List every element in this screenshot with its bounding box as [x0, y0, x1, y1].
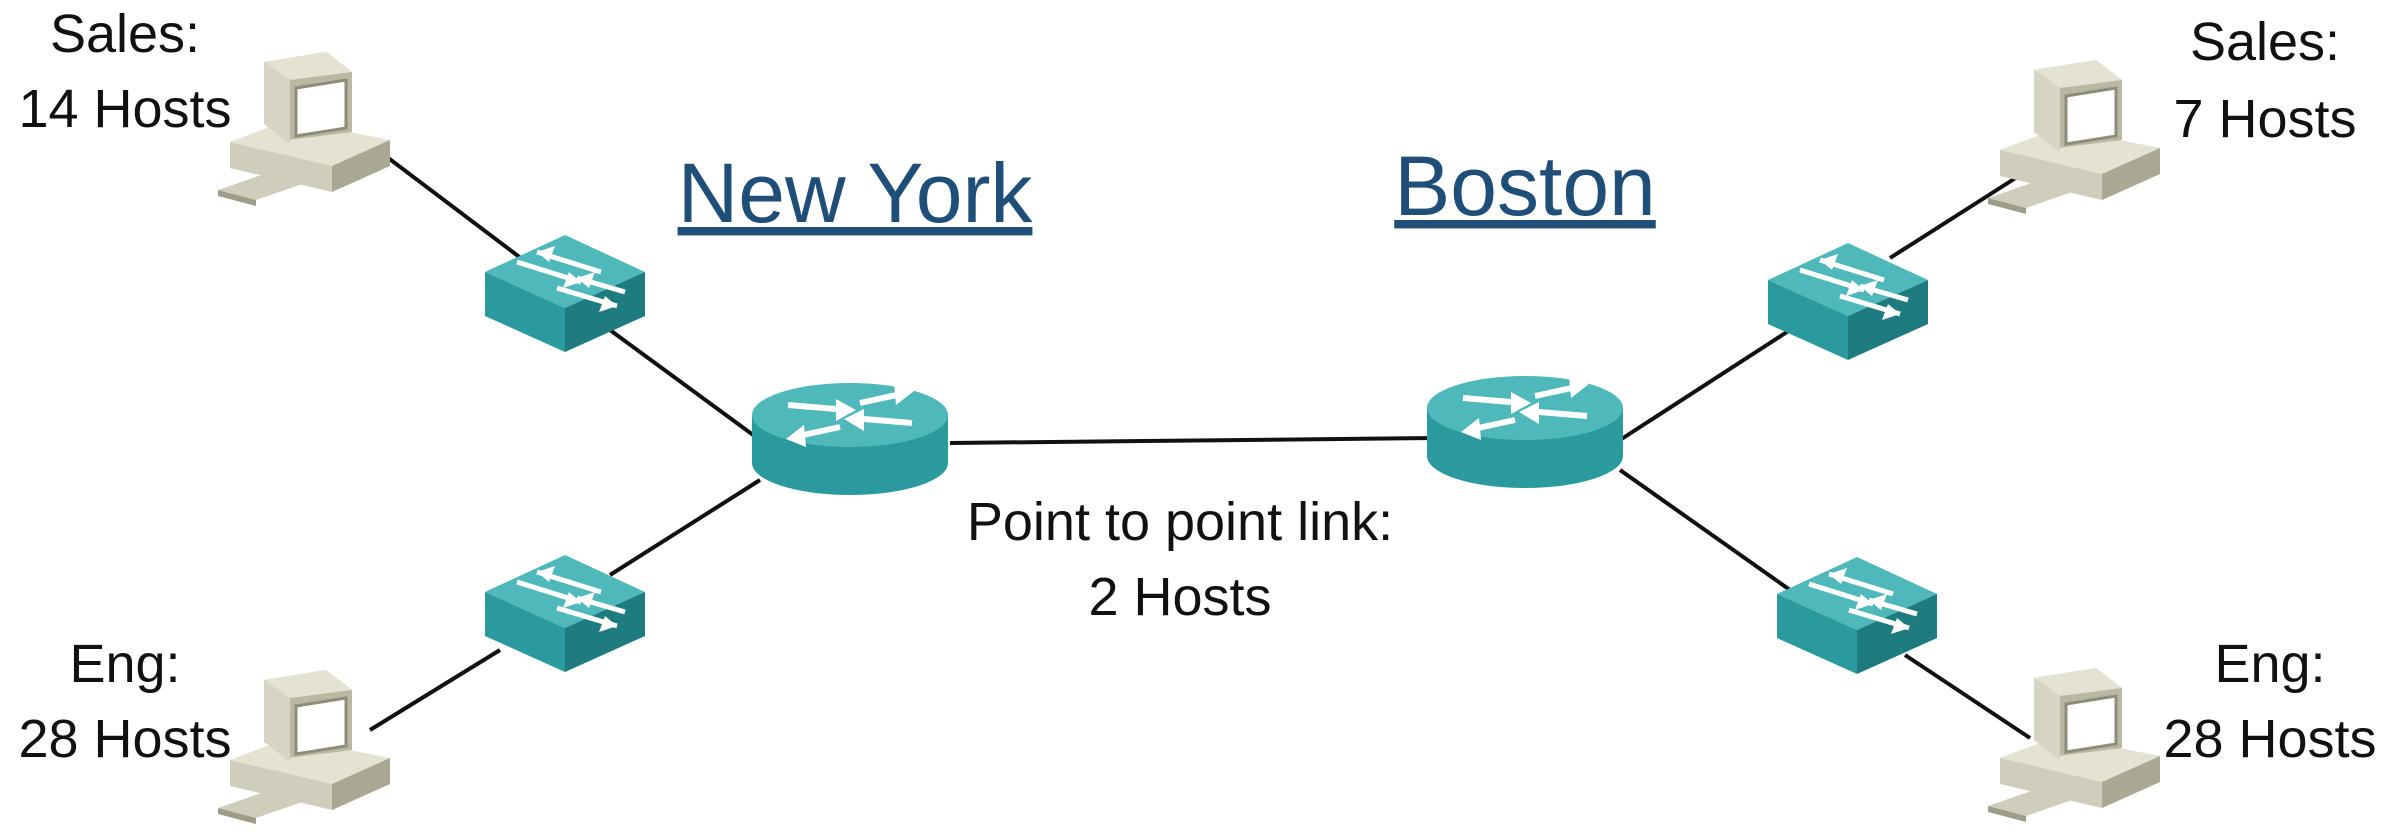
desktop-computer-icon — [216, 50, 392, 208]
link-bos-eng-switch-pc — [1903, 653, 2032, 740]
desktop-computer-icon — [1986, 666, 2162, 824]
switch-icon — [1768, 243, 1928, 360]
link-bos-sales-switch-pc — [1888, 170, 2027, 260]
bos-sales-label-line2: 7 Hosts — [2173, 89, 2356, 149]
link-point-to-point — [949, 436, 1436, 445]
router-icon — [1427, 376, 1623, 488]
desktop-computer-icon — [1986, 58, 2162, 216]
ny-eng-label-line1: Eng: — [69, 634, 180, 694]
link-ny-sales-switch-router — [608, 328, 762, 442]
link-ny-sales-pc-switch — [373, 146, 532, 267]
desktop-computer-icon — [216, 668, 392, 826]
wan-label-line2: 2 Hosts — [1088, 567, 1271, 627]
switch-icon — [1777, 557, 1937, 674]
ny-sales-label-line1: Sales: — [50, 4, 200, 64]
switch-icon — [485, 235, 645, 352]
bos-eng-label-line1: Eng: — [2214, 634, 2325, 694]
site-title-new-york: New York — [678, 146, 1034, 240]
ny-sales-label-line2: 14 Hosts — [18, 79, 231, 139]
link-ny-eng-router-switch — [608, 478, 762, 577]
site-title-boston: Boston — [1394, 139, 1656, 233]
switch-icon — [485, 555, 645, 672]
ny-eng-label-line2: 28 Hosts — [18, 709, 231, 769]
link-bos-eng-router-switch — [1618, 468, 1792, 592]
bos-sales-label-line1: Sales: — [2190, 12, 2340, 72]
bos-eng-label-line2: 28 Hosts — [2163, 709, 2376, 769]
wan-label-line1: Point to point link: — [967, 492, 1393, 552]
link-bos-sales-router-switch — [1618, 328, 1792, 442]
link-ny-eng-switch-pc — [368, 648, 502, 732]
router-icon — [752, 383, 948, 495]
